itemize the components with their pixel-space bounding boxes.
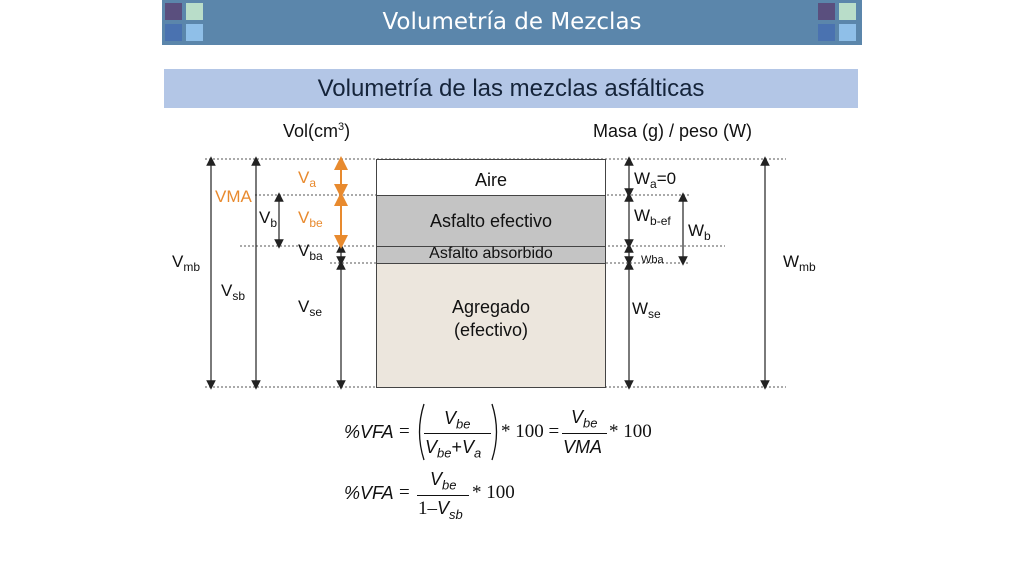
layer-aire-label: Aire	[474, 170, 507, 190]
page-title: Volumetría de Mezclas	[382, 9, 642, 35]
subtitle: Volumetría de las mezclas asfálticas	[317, 75, 705, 102]
label-wa: Wa=0	[634, 169, 677, 191]
layer-agregado-label-2: (efectivo)	[453, 320, 529, 340]
f1-fraction-bar	[424, 433, 491, 434]
f2-den: 1–Vsb	[418, 498, 463, 522]
f1-mult: * 100 =	[501, 421, 560, 442]
layer-agregado-label: Agregado	[451, 297, 531, 317]
f2-mult: * 100	[472, 482, 515, 503]
f2-fraction-bar	[417, 495, 469, 496]
f2-lhs: %VFA	[344, 483, 394, 503]
layer-asfalto-efectivo-label: Asfalto efectivo	[429, 211, 553, 231]
label-vse: Vse	[298, 297, 323, 319]
label-vba: Vba	[298, 241, 323, 263]
f1-den: Vbe+Va	[425, 437, 482, 461]
title-bar: Volumetría de Mezclas	[162, 0, 862, 45]
deco-square	[165, 3, 182, 20]
f1-lhs: %VFA	[344, 422, 394, 442]
label-vbe: Vbe	[298, 208, 323, 230]
mass-header: Masa (g) / peso (W)	[593, 121, 753, 141]
label-wmb: Wmb	[783, 252, 816, 274]
layer-agregado: Agregado (efectivo)	[376, 263, 606, 388]
subtitle-bar: Volumetría de las mezclas asfálticas	[164, 69, 858, 108]
label-vsb: Vsb	[221, 281, 246, 303]
layer-asfalto-absorbido-label: Asfalto absorbido	[429, 245, 553, 262]
deco-square	[186, 3, 203, 20]
layer-asfalto-absorbido: Asfalto absorbido	[376, 245, 606, 264]
f1-den2: VMA	[563, 437, 603, 457]
deco-square	[839, 3, 856, 20]
volume-header: Vol(cm3)	[283, 121, 351, 141]
f1-mult2: * 100	[609, 421, 652, 442]
f2-num: Vbe	[430, 469, 457, 493]
label-vb: Vb	[259, 208, 278, 230]
layer-asfalto-efectivo: Asfalto efectivo	[376, 195, 606, 247]
label-wb: Wb	[688, 221, 711, 243]
f2-eq: =	[399, 482, 410, 503]
deco-square	[839, 24, 856, 41]
label-vmb: Vmb	[172, 252, 201, 274]
f1-eq: =	[399, 421, 410, 442]
label-va: Va	[298, 168, 317, 190]
f1-num: Vbe	[444, 408, 471, 432]
deco-square	[818, 24, 835, 41]
deco-square	[186, 24, 203, 41]
label-wse: Wse	[632, 299, 661, 321]
f1-fraction-bar-2	[562, 433, 607, 434]
label-wba: Wba	[641, 254, 664, 266]
label-wbef: Wb-ef	[634, 206, 671, 228]
f1-num2: Vbe	[571, 407, 598, 431]
label-vma: VMA	[215, 187, 252, 206]
layer-aire: Aire	[376, 159, 606, 196]
deco-square	[165, 24, 182, 41]
f1-paren-left	[418, 403, 425, 461]
deco-square	[818, 3, 835, 20]
f1-paren-right	[491, 403, 498, 461]
